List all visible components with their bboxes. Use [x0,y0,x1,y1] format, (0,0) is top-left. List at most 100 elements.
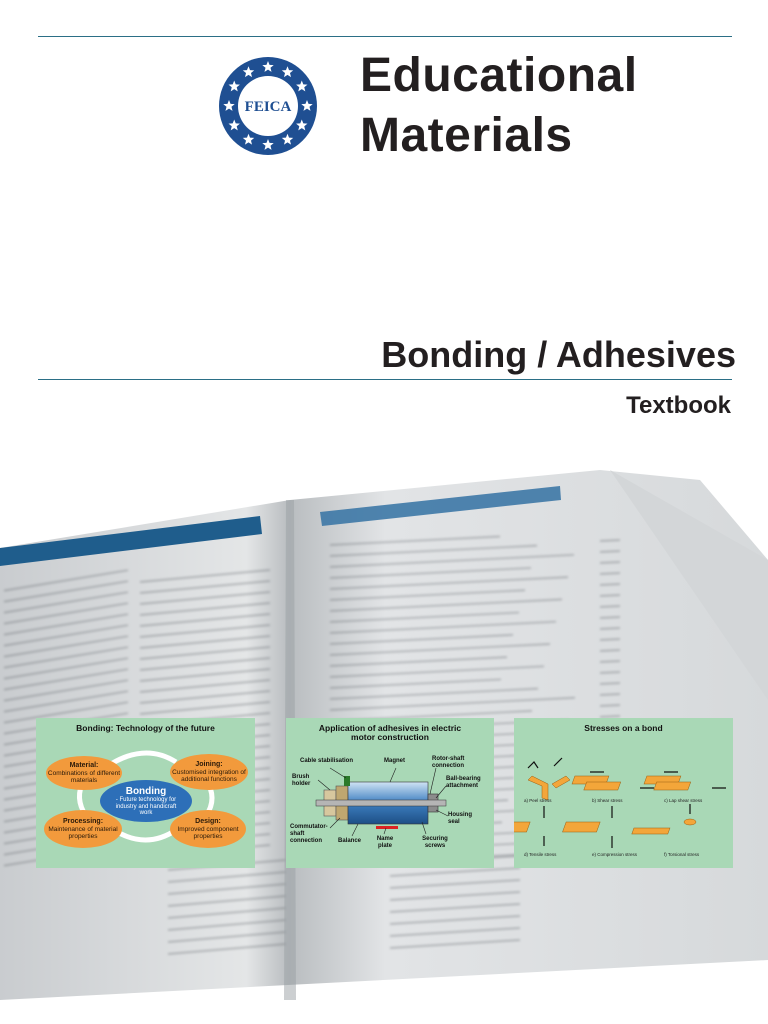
book-text-line [329,634,514,645]
book-text-line [139,569,271,583]
book-text-line [329,545,538,557]
book-text-line [167,907,287,919]
book-text-line [599,539,621,542]
logo-star [296,119,308,131]
bonding-panel-title: Bonding: Technology of the future [76,723,215,733]
design-oval: Design:Improved component properties [170,810,246,848]
book-text-line [599,682,621,685]
label-magnet: Magnet [384,758,405,764]
main-title-line1: Educational [360,49,638,102]
book-text-line [167,919,287,931]
book-text-line [167,883,287,895]
label-balance: Balance [338,838,362,844]
book-text-line [599,583,621,586]
book-text-line [329,688,539,700]
material-text: Combinations of different materials [47,769,121,784]
joining-oval: Joining:Customised integration of additi… [170,754,248,790]
main-title-line2: Materials [360,109,573,162]
book-text-line [329,611,520,623]
book-text-line [3,569,129,592]
book-text-line [329,678,502,689]
logo-star [228,119,240,131]
book-text-line [329,576,569,590]
book-text-line [389,867,521,877]
book-text-line [139,613,271,627]
book-text-line [167,871,287,883]
bonding-center-oval: Bonding - Future technology for industry… [100,780,192,822]
book-text-line [139,701,271,715]
processing-title: Processing: [62,817,104,825]
stress-caption-b: b) Shear stress [592,798,623,803]
logo-text: FEICA [245,99,292,115]
logo-star [228,80,240,92]
book-text-line [329,535,501,546]
book-text-line [139,624,271,638]
stress-caption-d: d) Tensile stress [524,852,557,857]
material-title: Material: [69,761,99,769]
design-title: Design: [195,817,221,825]
book-text-line [329,589,526,601]
label-housing: Housing seal [448,812,472,825]
book-text-line [599,572,621,575]
book-text-line [329,567,532,579]
book-text-line [139,690,271,704]
book-text-line [389,903,521,913]
doc-type-label: Textbook [626,392,731,419]
book-text-line [329,656,508,667]
book-text-line [599,693,621,696]
book-text-line [329,643,551,656]
book-text-line [3,690,129,713]
book-text-line [3,679,129,702]
book-text-line [599,671,621,674]
processing-text: Maintenance of material properties [48,825,118,840]
book-text-line [599,561,621,564]
center-title: Bonding [125,786,167,797]
book-text-line [3,613,129,636]
joining-title: Joining: [195,760,223,768]
motor-panel-title: Application of adhesives in electric mot… [286,724,494,742]
label-rotor: Rotor-shaft connection [432,756,465,769]
label-cable: Cable stabilisation [300,758,354,764]
book-text-line [329,621,557,634]
label-nameplate: Name plate [376,836,394,849]
stress-illustrations [514,757,726,848]
feica-logo: FEICA [219,57,317,155]
book-text-line [139,591,271,605]
processing-oval: Processing:Maintenance of material prope… [44,810,122,848]
book-text-line [599,649,621,652]
motor-diagram-panel: Application of adhesives in electric mot… [286,718,494,868]
motor-title-line2: motor construction [351,732,429,742]
book-text-line [3,624,129,647]
book-text-line [389,927,521,937]
book-text-line [3,657,129,680]
book-text-line [3,602,129,625]
book-text-line [389,879,521,889]
motor-title-line1: Application of adhesives in electric [318,723,462,733]
book-text-line [599,638,621,641]
joining-text: Customised integration of additional fun… [172,768,246,783]
stress-caption-f: f) Torsional stress [664,852,700,857]
book-text-line [599,704,621,707]
logo-star [262,61,274,72]
logo-star [242,66,255,78]
motor-drawing [315,767,449,837]
book-text-line [3,591,129,614]
label-brush: Brush holder [292,774,311,787]
book-text-line [389,939,521,949]
logo-star [242,133,255,145]
book-text-line [599,594,621,597]
stresses-diagram-panel: Stresses on a bond a) Peel stress b) She… [514,718,733,868]
logo-star [296,80,308,92]
book-text-line [139,580,271,594]
center-text: - Future technology for industry and han… [115,797,177,816]
label-commutator: Commutator-shaft connection [290,824,328,844]
stress-caption-e: e) Compression stress [592,852,638,857]
book-text-line [389,891,521,901]
book-text-line [139,646,271,660]
bonding-diagram-panel: Bonding: Technology of the future Materi… [36,718,255,868]
design-text: Improved component properties [177,825,239,840]
book-text-line [167,895,287,907]
book-text-line [599,715,621,718]
book-text-line [3,580,129,603]
logo-star [281,66,294,78]
